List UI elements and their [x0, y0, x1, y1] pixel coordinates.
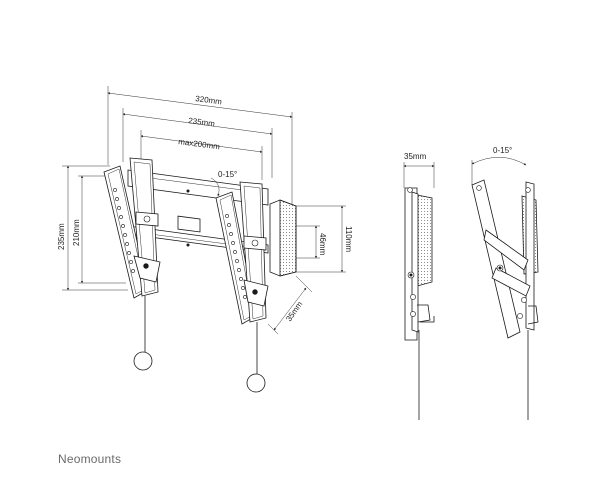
wall-plate-block: [269, 199, 297, 277]
dimension-320mm: 320mm: [107, 86, 293, 205]
dimension-max200mm-label: max200mm: [178, 137, 221, 151]
dimension-46mm-label: 46mm: [318, 233, 327, 256]
side-tilt-indicator: 0-15°: [471, 146, 527, 185]
left-arm-holes: [113, 188, 135, 273]
dimension-235mm-vertical-label: 235mm: [57, 223, 66, 250]
dimension-210mm-vertical-label: 210mm: [72, 219, 81, 246]
right-tilt-arm: [215, 181, 269, 393]
left-tilt-arm: [103, 157, 161, 371]
dimension-235mm: 235mm: [122, 108, 273, 178]
side-tilt-label: 0-15°: [493, 146, 512, 155]
side-depth-dimension: 35mm: [403, 152, 435, 188]
dimension-35mm-depth-label: 35mm: [284, 300, 304, 324]
dimension-235mm-vertical: 235mm: [57, 165, 128, 291]
dimension-110mm-label: 110mm: [344, 226, 353, 252]
dimension-320mm-label: 320mm: [195, 94, 223, 106]
brand-logo-text: Neomounts: [58, 452, 122, 466]
side-depth-label: 35mm: [404, 152, 427, 161]
dimension-max200mm: max200mm: [140, 130, 263, 180]
side-view-flat: 35mm: [403, 152, 435, 420]
front-tilt-indicator: 0-15°: [210, 170, 237, 197]
side-view-tilted: 0-15°: [471, 146, 539, 420]
right-arm-holes: [225, 214, 247, 299]
dimension-110mm: 110mm: [296, 205, 353, 273]
dimension-46mm: 46mm: [296, 225, 327, 259]
dimension-235mm-label: 235mm: [188, 116, 216, 128]
dimension-35mm-depth: 35mm: [267, 275, 313, 335]
front-view: 320mm 235mm max200mm 235mm 210mm: [57, 86, 353, 393]
front-tilt-label: 0-15°: [218, 170, 237, 179]
